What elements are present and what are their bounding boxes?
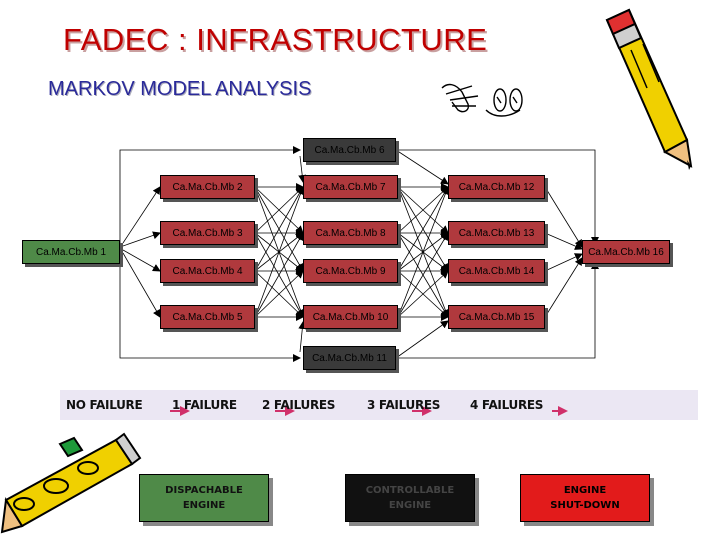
state-node-10: Ca.Ma.Cb.Mb 10: [303, 305, 398, 329]
state-node-7: Ca.Ma.Cb.Mb 7: [303, 175, 398, 199]
page-subtitle: MARKOV MODEL ANALYSIS: [48, 78, 312, 100]
state-node-5: Ca.Ma.Cb.Mb 5: [160, 305, 255, 329]
level-3-failures: 3 FAILURES: [367, 398, 441, 412]
state-node-1: Ca.Ma.Cb.Mb 1: [22, 240, 120, 264]
level-4-failures: 4 FAILURES: [470, 398, 544, 412]
outcome-controllable-engine: CONTROLLABLE ENGINE: [345, 474, 475, 522]
pencil-icon: [0, 432, 142, 534]
level-1-failure: 1 FAILURE: [172, 398, 237, 412]
level-2-failures: 2 FAILURES: [262, 398, 336, 412]
outcome-dispatchable-engine: DISPACHABLE ENGINE: [139, 474, 269, 522]
outcome-engine-shutdown: ENGINE SHUT-DOWN: [520, 474, 650, 522]
state-node-2: Ca.Ma.Cb.Mb 2: [160, 175, 255, 199]
page-title: FADEC : INFRASTRUCTURE: [63, 22, 488, 57]
state-node-6: Ca.Ma.Cb.Mb 6: [303, 138, 396, 162]
level-no-failure: NO FAILURE: [66, 398, 143, 412]
state-node-16: Ca.Ma.Cb.Mb 16: [582, 240, 670, 264]
pencil-icon: [605, 8, 693, 170]
state-node-14: Ca.Ma.Cb.Mb 14: [448, 259, 545, 283]
transition-arrows: [119, 146, 599, 362]
state-node-11: Ca.Ma.Cb.Mb 11: [303, 346, 396, 370]
failure-level-band: [60, 390, 698, 420]
state-node-15: Ca.Ma.Cb.Mb 15: [448, 305, 545, 329]
state-node-4: Ca.Ma.Cb.Mb 4: [160, 259, 255, 283]
state-node-9: Ca.Ma.Cb.Mb 9: [303, 259, 398, 283]
hand-pointing-icon: [441, 83, 523, 117]
state-node-8: Ca.Ma.Cb.Mb 8: [303, 221, 398, 245]
state-node-13: Ca.Ma.Cb.Mb 13: [448, 221, 545, 245]
state-node-12: Ca.Ma.Cb.Mb 12: [448, 175, 545, 199]
state-node-3: Ca.Ma.Cb.Mb 3: [160, 221, 255, 245]
